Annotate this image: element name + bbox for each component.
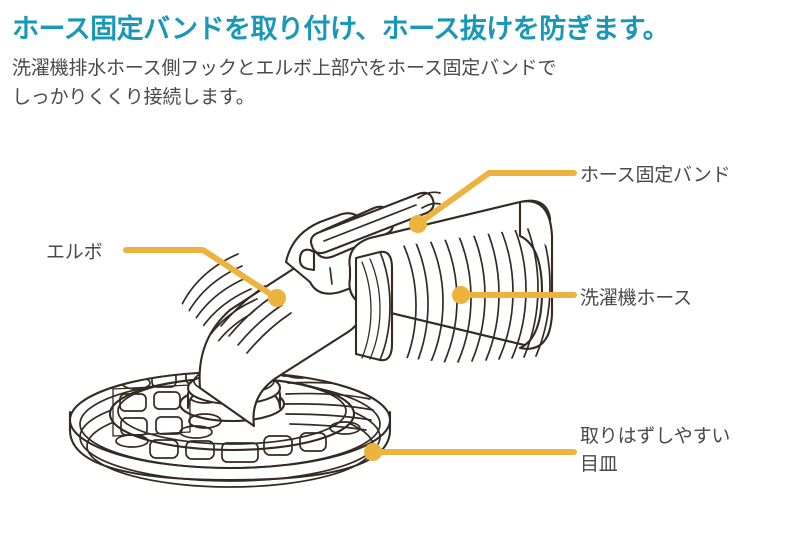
subtitle-line-1: 洗濯機排水ホース側フックとエルボ上部穴をホース固定バンドで: [12, 57, 557, 79]
callout-elbow-text: エルボ: [46, 242, 103, 263]
leader-band: [415, 170, 577, 227]
leader-dot-elbow: [268, 289, 286, 307]
heading-block: ホース固定バンドを取り付け、ホース抜けを防ぎます。 洗濯機排水ホース側フックとエ…: [12, 14, 792, 113]
fixing-band-graphic: [298, 191, 441, 272]
callout-label-hose: 洗濯機ホース: [580, 285, 692, 313]
leader-dot-cover: [364, 443, 382, 461]
callout-band-text: ホース固定バンド: [580, 165, 731, 186]
page-subtitle: 洗濯機排水ホース側フックとエルボ上部穴をホース固定バンドで しっかりくくり接続し…: [12, 54, 792, 113]
leader-dot-hose: [452, 286, 470, 304]
cover-slots-bottom-center: [179, 425, 259, 463]
drain-cover-graphic: [68, 370, 392, 488]
cover-slots-left: [112, 384, 222, 460]
leader-lines: [123, 170, 577, 461]
leader-elbow: [123, 247, 278, 300]
callout-cover-text-1: 取りはずしやすい: [580, 426, 731, 447]
callout-label-cover: 取りはずしやすい 目皿: [580, 423, 730, 478]
callout-cover-text-2: 目皿: [580, 453, 618, 475]
leader-dot-band: [409, 215, 427, 233]
washer-hose-graphic: [348, 199, 554, 367]
subtitle-line-2: しっかりくくり接続します。: [12, 87, 255, 109]
callout-label-band: ホース固定バンド: [580, 162, 731, 190]
callout-label-elbow: エルボ: [46, 239, 103, 267]
cover-slots-bottom-right: [263, 421, 361, 456]
page-title: ホース固定バンドを取り付け、ホース抜けを防ぎます。: [12, 14, 670, 44]
callout-hose-text: 洗濯機ホース: [580, 288, 692, 309]
